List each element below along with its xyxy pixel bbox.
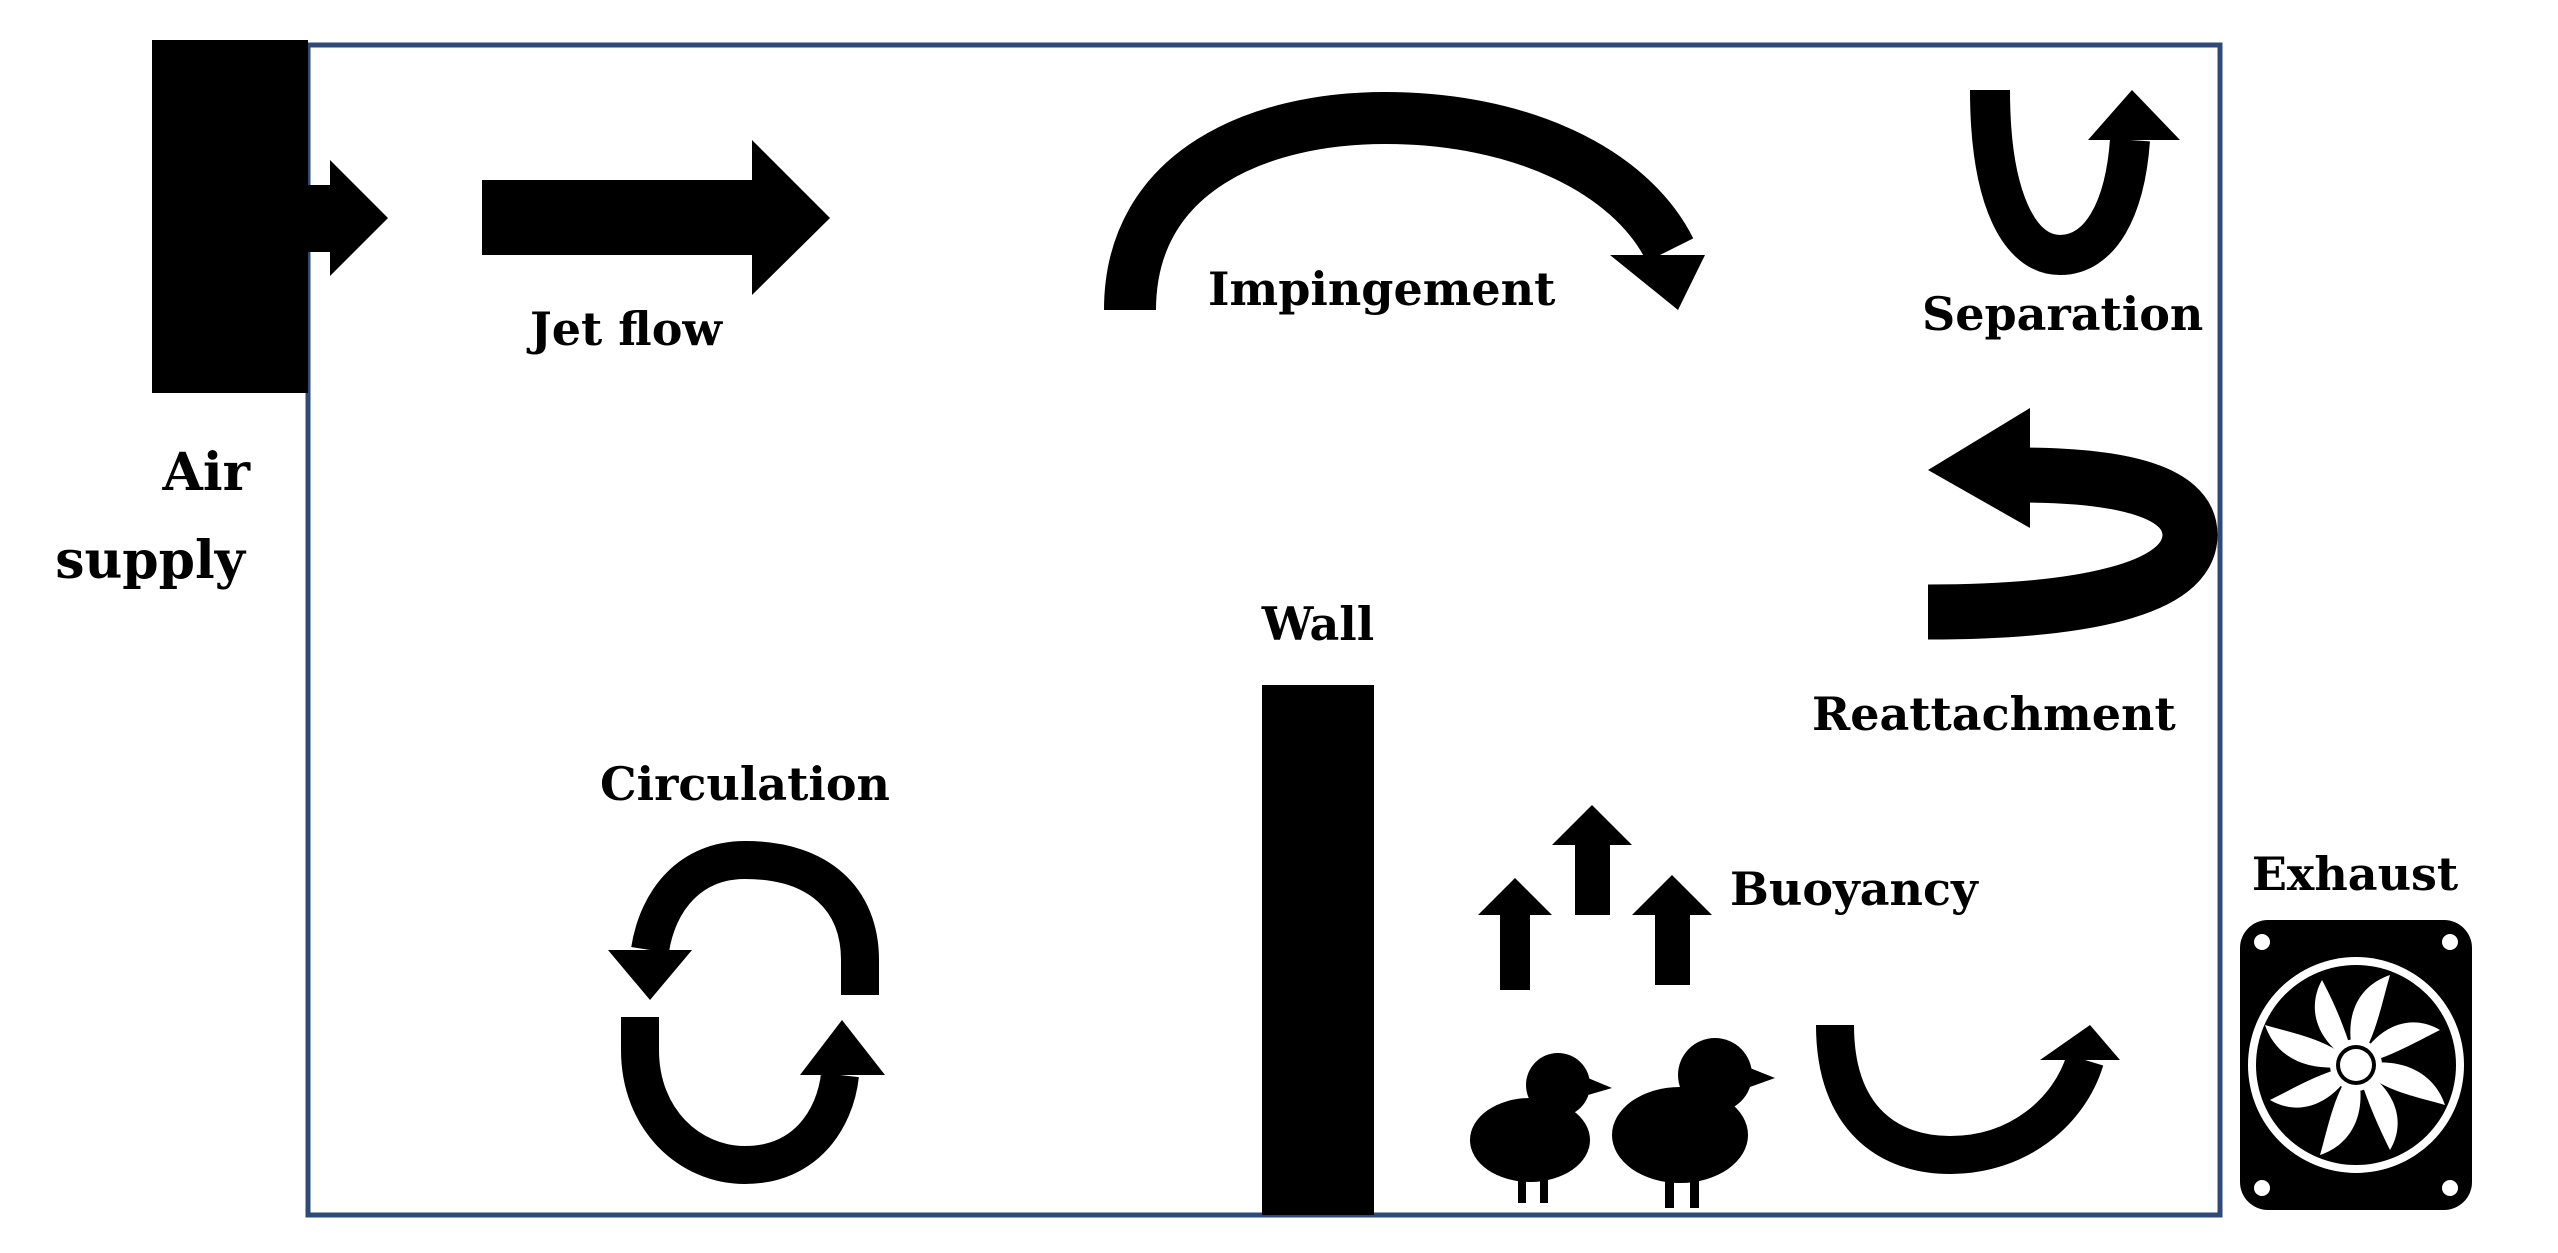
exhaust-label: Exhaust xyxy=(2252,847,2459,901)
updraft-arrowhead-icon xyxy=(2040,1025,2120,1060)
separation-arrowhead-icon xyxy=(2088,90,2180,140)
impingement-label: Impingement xyxy=(1208,262,1556,316)
updraft-arrow-icon xyxy=(1816,1024,2104,1175)
circulation-label: Circulation xyxy=(600,757,890,811)
buoyancy-arrows-icon xyxy=(1478,805,1712,990)
reattachment-arrow-icon xyxy=(1927,447,2218,640)
separation-arrow-icon xyxy=(1970,89,2150,276)
buoyancy-label: Buoyancy xyxy=(1730,862,1979,916)
separation-label: Separation xyxy=(1922,287,2203,341)
air-supply-block xyxy=(152,40,308,393)
wall-block xyxy=(1262,685,1374,1215)
jet-arrow-icon xyxy=(482,140,830,295)
chick-icon xyxy=(1470,1053,1612,1203)
impingement-arrowhead-icon xyxy=(1610,255,1705,310)
wall-label: Wall xyxy=(1261,597,1374,651)
reattachment-arrowhead-icon xyxy=(1928,408,2030,528)
air-supply-label-line1: Air xyxy=(162,442,251,503)
chick-icon xyxy=(1612,1038,1775,1208)
inlet-arrow-icon xyxy=(300,160,388,276)
reattachment-label: Reattachment xyxy=(1812,687,2176,741)
jet-flow-label: Jet flow xyxy=(526,302,723,356)
air-supply-label-line2: supply xyxy=(55,530,247,591)
circulation-arrows-icon xyxy=(608,840,885,1185)
exhaust-fan-icon xyxy=(2240,920,2472,1210)
impingement-arrow-icon xyxy=(1104,91,1694,311)
